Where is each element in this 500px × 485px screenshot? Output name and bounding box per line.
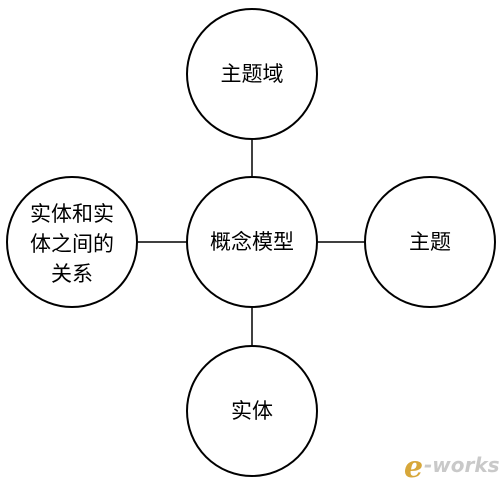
node-topic-label: 主题: [409, 230, 451, 254]
node-topic: 主题: [364, 176, 496, 308]
watermark-e: e: [404, 450, 423, 485]
node-concept-model: 概念模型: [186, 176, 318, 308]
node-concept-model-label: 概念模型: [210, 230, 294, 254]
node-entity-relationship-line-3: 关系: [51, 262, 93, 286]
watermark-works: -works: [424, 453, 500, 477]
node-entity-relationship-line-1: 实体和实: [30, 202, 114, 226]
node-entity-relationship: 实体和实 体之间的 关系: [6, 176, 138, 308]
node-entity: 实体: [186, 345, 318, 477]
node-entity-relationship-line-2: 体之间的: [30, 232, 114, 256]
node-topic-domain: 主题域: [186, 8, 318, 140]
node-topic-domain-label: 主题域: [221, 62, 284, 86]
eworks-watermark-logo: e -works: [404, 450, 500, 485]
node-entity-label: 实体: [231, 399, 273, 423]
